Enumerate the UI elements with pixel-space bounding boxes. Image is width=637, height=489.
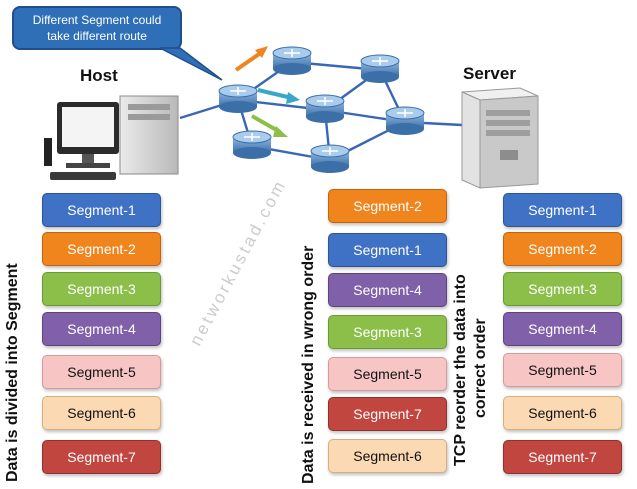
segment-box: Segment-3: [328, 315, 447, 349]
segment-box: Segment-7: [503, 440, 622, 474]
segment-box: Segment-4: [42, 312, 161, 346]
segment-box: Segment-4: [328, 273, 447, 307]
segment-box: Segment-6: [503, 396, 622, 430]
host-label: Host: [80, 66, 118, 85]
segment-box: Segment-4: [503, 312, 622, 346]
segment-box: Segment-2: [42, 232, 161, 266]
segment-box: Segment-1: [42, 193, 161, 227]
segment-box: Segment-5: [503, 353, 622, 387]
router-icon: [218, 46, 425, 173]
segment-box: Segment-1: [328, 233, 447, 267]
server-icon: [461, 87, 539, 189]
host-computer-icon: [44, 95, 179, 180]
route-callout: Different Segment could take different r…: [12, 6, 182, 50]
segment-box: Segment-3: [503, 272, 622, 306]
segment-box: Segment-2: [328, 189, 447, 223]
caption-reorder-line1: TCP reorder the data into: [452, 274, 469, 466]
route-arrow-icon: [234, 46, 300, 137]
server-label: Server: [463, 64, 516, 83]
segment-box: Segment-2: [503, 232, 622, 266]
segment-box: Segment-3: [42, 272, 161, 306]
segment-box: Segment-7: [328, 397, 447, 431]
segment-box: Segment-5: [42, 355, 161, 389]
segment-box: Segment-5: [328, 357, 447, 391]
segment-box: Segment-6: [328, 439, 447, 473]
callout-text: Different Segment could take different r…: [32, 13, 162, 43]
caption-wrong-order: Data is received in wrong order: [300, 245, 317, 484]
segment-box: Segment-7: [42, 440, 161, 474]
caption-reorder-line2: correct order: [472, 318, 489, 418]
segment-box: Segment-6: [42, 396, 161, 430]
segment-box: Segment-1: [503, 193, 622, 227]
callout-pointer: [159, 47, 223, 81]
caption-divided: Data is divided into Segment: [4, 263, 21, 482]
